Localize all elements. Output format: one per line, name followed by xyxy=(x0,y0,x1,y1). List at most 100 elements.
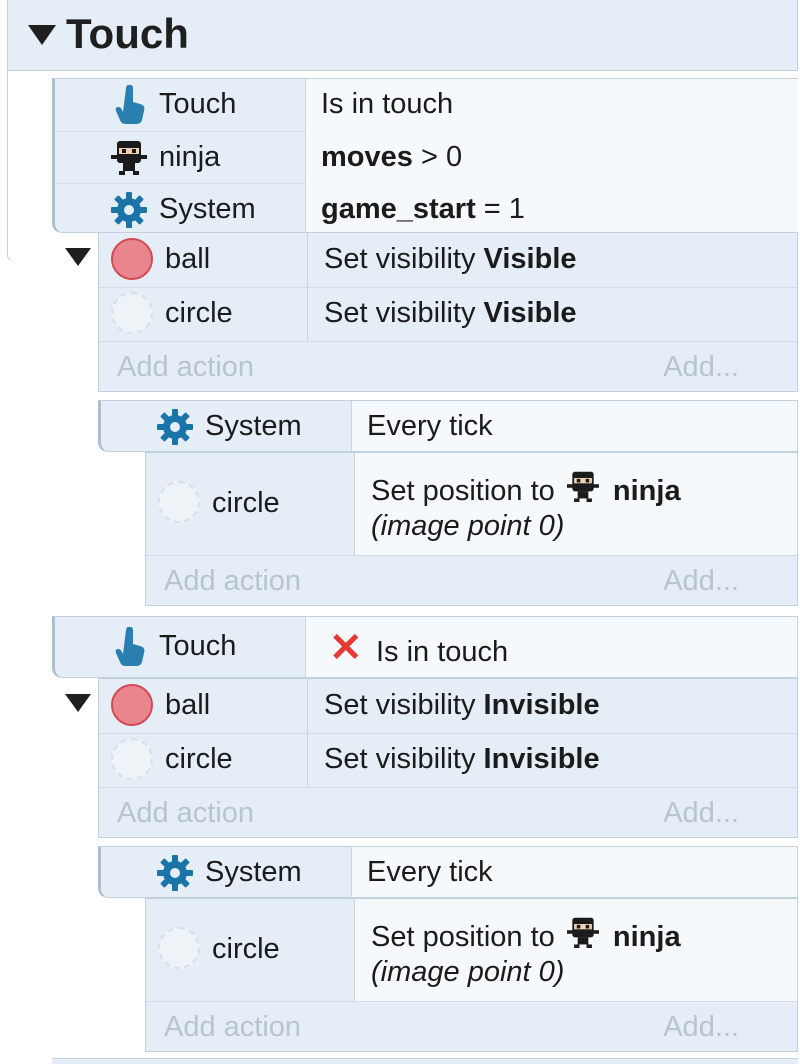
event-2-actions: ball Set visibility Invisible circle Set… xyxy=(98,678,798,838)
action-row[interactable]: circle Set position to ninja (image poin… xyxy=(146,899,797,1002)
add-action-row[interactable]: Add action Add... xyxy=(146,1001,797,1053)
action-row[interactable]: circle Set visibility Invisible xyxy=(99,733,797,788)
action-detail: (image point 0) xyxy=(371,510,565,542)
condition-label: Is in touch xyxy=(376,636,509,668)
gear-icon xyxy=(155,407,195,452)
gear-icon xyxy=(109,190,149,235)
action-label: Set visibility Invisible xyxy=(324,687,600,723)
add-action-row[interactable]: Add action Add... xyxy=(99,787,797,839)
action-verb: Set visibility xyxy=(324,243,484,275)
action-row[interactable]: circle Set position to ninja (image poin… xyxy=(146,453,797,556)
condition-row[interactable]: Touch Is in touch xyxy=(55,79,798,132)
action-text[interactable]: Set visibility Invisible xyxy=(308,733,797,787)
condition-object[interactable]: System xyxy=(101,847,352,897)
object-name: circle xyxy=(212,933,280,965)
condition-object[interactable]: Touch xyxy=(55,79,306,131)
variable-name: game_start xyxy=(321,193,476,225)
add-more-link[interactable]: Add... xyxy=(663,1011,739,1043)
invert-x-icon: ✕ xyxy=(329,626,363,670)
condition-text[interactable]: Every tick xyxy=(352,847,797,897)
action-row[interactable]: ball Set visibility Visible xyxy=(99,233,797,288)
action-object[interactable]: circle xyxy=(99,287,308,341)
condition-text[interactable]: Every tick xyxy=(352,401,797,451)
condition-expression: game_start = 1 xyxy=(321,191,525,227)
action-text[interactable]: Set visibility Visible xyxy=(308,233,797,287)
touch-hand-icon xyxy=(113,626,147,672)
action-text[interactable]: Set position to ninja (image point 0) xyxy=(355,899,797,1001)
sub-event-1-actions: circle Set position to ninja (image poin… xyxy=(145,452,798,606)
condition-label: Every tick xyxy=(367,410,493,442)
event-group-header[interactable]: Touch xyxy=(7,0,798,71)
object-name: Touch xyxy=(159,88,237,120)
group-title: Touch xyxy=(66,10,189,57)
action-object[interactable]: circle xyxy=(99,733,308,787)
object-name: circle xyxy=(212,487,280,519)
add-more-link[interactable]: Add... xyxy=(663,565,739,597)
object-name: ninja xyxy=(159,141,221,173)
action-value: Invisible xyxy=(483,689,600,721)
action-object[interactable]: circle xyxy=(146,899,355,1001)
action-object[interactable]: circle xyxy=(146,453,355,555)
circle-icon xyxy=(111,292,153,334)
add-action-row[interactable]: Add action Add... xyxy=(146,555,797,607)
add-action-link[interactable]: Add action xyxy=(164,565,302,597)
sub-event-2-condition[interactable]: System Every tick xyxy=(98,846,798,898)
ball-icon xyxy=(111,684,153,726)
add-more-link[interactable]: Add... xyxy=(663,351,739,383)
comparison: > 0 xyxy=(412,141,463,173)
add-action-link[interactable]: Add action xyxy=(117,351,255,383)
condition-object[interactable]: System xyxy=(55,183,306,235)
action-text[interactable]: Set position to ninja (image point 0) xyxy=(355,453,797,555)
add-more-link[interactable]: Add... xyxy=(663,797,739,829)
action-object[interactable]: ball xyxy=(99,233,308,287)
circle-icon xyxy=(158,927,200,969)
action-label: Set visibility Invisible xyxy=(324,741,600,777)
add-action-row[interactable]: Add action Add... xyxy=(99,341,797,393)
condition-text[interactable]: Is in touch xyxy=(306,79,798,131)
ball-icon xyxy=(111,238,153,280)
object-name: ball xyxy=(165,243,211,275)
object-name: System xyxy=(205,410,302,442)
object-name: ball xyxy=(165,689,211,721)
object-name: System xyxy=(205,856,302,888)
condition-row[interactable]: System game_start = 1 xyxy=(55,183,798,235)
condition-text[interactable]: ✕ Is in touch xyxy=(306,617,797,677)
ninja-icon xyxy=(109,139,149,180)
add-action-link[interactable]: Add action xyxy=(117,797,255,829)
collapse-triangle-icon[interactable] xyxy=(28,25,56,45)
collapse-triangle-icon[interactable] xyxy=(65,694,91,712)
condition-text[interactable]: game_start = 1 xyxy=(306,183,798,235)
event-2-conditions[interactable]: Touch ✕ Is in touch xyxy=(52,616,798,678)
condition-label: Is in touch xyxy=(321,88,454,120)
condition-object[interactable]: System xyxy=(101,401,352,451)
add-action-link[interactable]: Add action xyxy=(164,1011,302,1043)
action-row[interactable]: circle Set visibility Visible xyxy=(99,287,797,342)
variable-name: moves xyxy=(321,141,413,173)
condition-row[interactable]: ninja moves > 0 xyxy=(55,131,798,184)
action-verb: Set visibility xyxy=(324,297,484,329)
object-name: Touch xyxy=(159,630,237,662)
circle-icon xyxy=(111,738,153,780)
collapse-triangle-icon[interactable] xyxy=(65,248,91,266)
next-event-edge xyxy=(52,1058,798,1064)
action-text[interactable]: Set visibility Visible xyxy=(308,287,797,341)
action-row[interactable]: ball Set visibility Invisible xyxy=(99,679,797,734)
action-target: ninja xyxy=(612,475,681,507)
action-verb: Set position to xyxy=(371,921,563,953)
touch-hand-icon xyxy=(113,84,147,130)
gear-icon xyxy=(155,853,195,898)
action-object[interactable]: ball xyxy=(99,679,308,733)
sub-event-1-condition[interactable]: System Every tick xyxy=(98,400,798,452)
action-label: Set visibility Visible xyxy=(324,241,577,277)
condition-object[interactable]: Touch xyxy=(55,617,306,677)
action-label: Set position to ninja xyxy=(371,916,681,955)
action-target: ninja xyxy=(612,921,681,953)
object-name: circle xyxy=(165,297,233,329)
group-guide-line xyxy=(7,71,11,260)
condition-text[interactable]: moves > 0 xyxy=(306,131,798,183)
condition-object[interactable]: ninja xyxy=(55,131,306,183)
action-text[interactable]: Set visibility Invisible xyxy=(308,679,797,733)
condition-label: Every tick xyxy=(367,856,493,888)
ninja-icon xyxy=(563,916,605,948)
event-1-conditions[interactable]: Touch Is in touch ninja moves > 0 System… xyxy=(52,78,798,235)
